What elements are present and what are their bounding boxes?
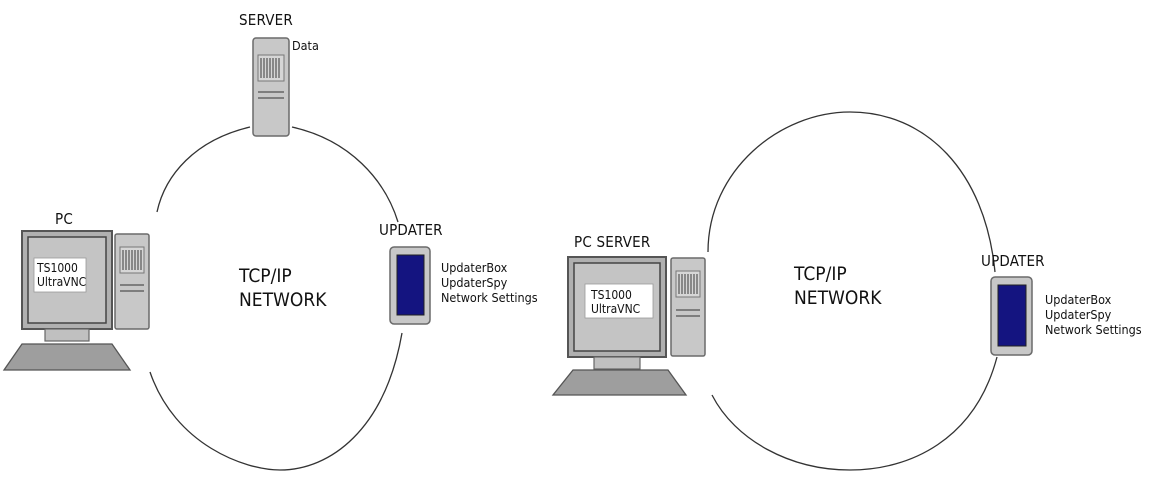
server-tower-icon <box>252 37 290 137</box>
right-network-label-line1: TCP/IP <box>794 263 847 285</box>
right-updater-device-icon <box>990 276 1033 356</box>
updater-label: UPDATER <box>379 221 443 239</box>
pc-server-screen-line2: UltraVNC <box>591 302 641 316</box>
right-updater-item-updaterbox: UpdaterBox <box>1045 292 1112 307</box>
right-ring-arc-top <box>707 111 996 273</box>
server-label: SERVER <box>239 11 293 29</box>
left-network-ring <box>149 126 403 471</box>
pc-server-icon <box>551 256 706 396</box>
network-label-line2: NETWORK <box>239 289 327 311</box>
left-ring-arc-top-left <box>156 126 251 213</box>
pc-server-screen-line1: TS1000 <box>591 288 632 302</box>
right-updater-label: UPDATER <box>981 252 1045 270</box>
updater-item-updaterbox: UpdaterBox <box>441 260 508 275</box>
pc-screen-line1: TS1000 <box>37 261 78 275</box>
pc-screen-line2: UltraVNC <box>37 275 87 289</box>
right-ring-arc-bottom <box>711 356 998 471</box>
updater-item-updaterspy: UpdaterSpy <box>441 275 508 290</box>
left-ring-arc-top-right <box>291 126 399 223</box>
pc-server-label: PC SERVER <box>574 233 651 251</box>
updater-item-network-settings: Network Settings <box>441 290 538 305</box>
right-updater-item-network-settings: Network Settings <box>1045 322 1142 337</box>
network-label-line1: TCP/IP <box>239 265 292 287</box>
left-ring-arc-bottom <box>149 332 403 471</box>
right-network-ring <box>707 111 998 471</box>
updater-device-icon <box>389 246 431 325</box>
right-network-label-line2: NETWORK <box>794 287 882 309</box>
pc-icon <box>2 230 150 371</box>
pc-label: PC <box>55 210 73 228</box>
server-data-label: Data <box>292 38 319 53</box>
right-updater-item-updaterspy: UpdaterSpy <box>1045 307 1112 322</box>
